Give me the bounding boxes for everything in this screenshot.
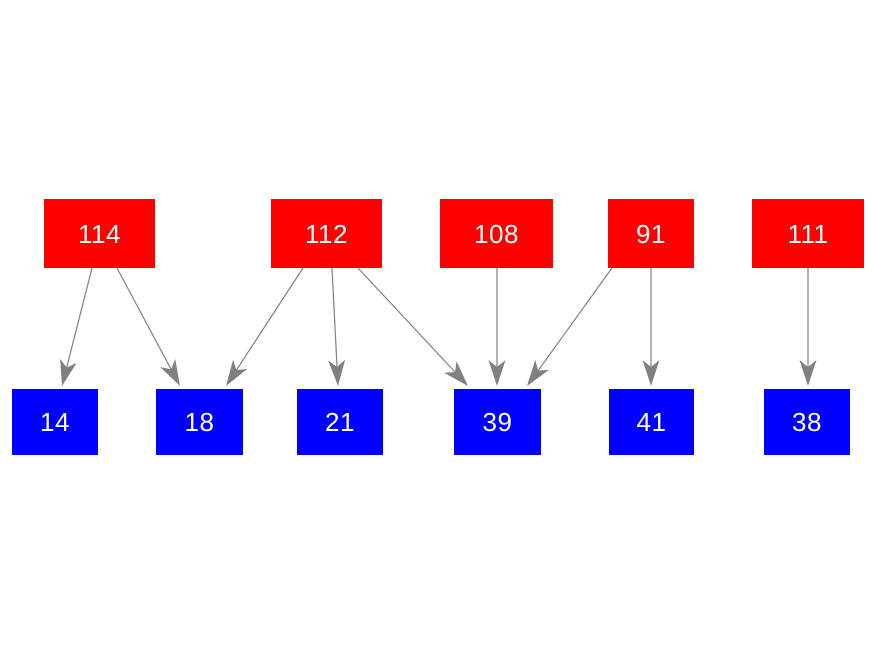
edge-n91-to-t39 bbox=[527, 267, 613, 386]
edge-line bbox=[63, 267, 93, 380]
source-node-91[interactable]: 91 bbox=[608, 199, 694, 268]
node-label: 14 bbox=[40, 407, 70, 437]
edge-line bbox=[331, 267, 339, 380]
edge-n112-to-t39 bbox=[357, 267, 468, 386]
arrowhead-icon bbox=[328, 359, 346, 386]
edge-line bbox=[229, 267, 304, 381]
source-node-112[interactable]: 112 bbox=[271, 199, 382, 268]
arrowhead-icon bbox=[160, 359, 180, 386]
edge-n112-to-t21 bbox=[328, 267, 346, 386]
node-label: 108 bbox=[474, 218, 519, 249]
edge-line bbox=[357, 267, 464, 382]
arrowhead-icon bbox=[527, 359, 550, 386]
arrowhead-icon bbox=[444, 361, 468, 386]
node-label: 91 bbox=[636, 218, 666, 249]
node-label: 41 bbox=[636, 407, 667, 437]
node-label: 114 bbox=[78, 218, 121, 249]
arrowhead-icon bbox=[642, 360, 660, 386]
edge-line bbox=[530, 267, 613, 381]
target-node-41[interactable]: 41 bbox=[609, 389, 694, 455]
source-node-114[interactable]: 114 bbox=[44, 199, 155, 268]
arrowhead-icon bbox=[488, 360, 506, 386]
edge-n91-to-t41 bbox=[642, 268, 660, 386]
source-node-111[interactable]: 111 bbox=[752, 199, 864, 268]
target-node-14[interactable]: 14 bbox=[12, 389, 98, 455]
arrowhead-icon bbox=[799, 360, 817, 386]
edge-n114-to-t14 bbox=[60, 267, 93, 386]
edge-line bbox=[116, 267, 178, 381]
target-node-39[interactable]: 39 bbox=[454, 389, 541, 455]
edge-n108-to-t39 bbox=[488, 268, 506, 386]
node-label: 21 bbox=[325, 407, 355, 437]
node-label: 111 bbox=[787, 218, 829, 249]
arrowhead-icon bbox=[60, 358, 77, 386]
target-node-38[interactable]: 38 bbox=[764, 389, 850, 455]
target-node-18[interactable]: 18 bbox=[156, 389, 243, 455]
source-node-108[interactable]: 108 bbox=[440, 199, 553, 268]
arrowhead-icon bbox=[226, 359, 248, 386]
node-label: 18 bbox=[184, 407, 215, 437]
edge-n111-to-t38 bbox=[799, 268, 817, 386]
node-label: 112 bbox=[305, 218, 348, 249]
node-label: 38 bbox=[792, 407, 822, 437]
node-label: 39 bbox=[482, 407, 513, 437]
edge-n114-to-t18 bbox=[116, 267, 180, 386]
edge-n112-to-t18 bbox=[226, 267, 304, 386]
target-node-21[interactable]: 21 bbox=[297, 389, 383, 455]
